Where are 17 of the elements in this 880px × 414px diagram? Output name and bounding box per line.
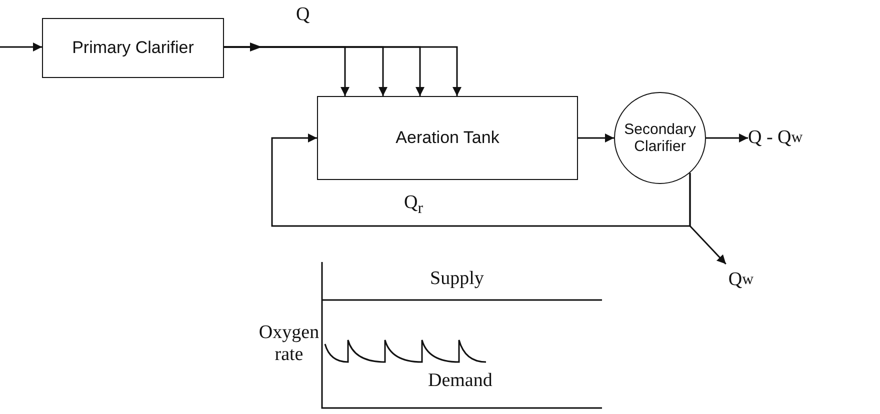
arrow [271, 134, 691, 227]
chart-label: Oxygen rate [258, 322, 320, 366]
node-label: Aeration Tank [396, 128, 500, 148]
arrow [706, 134, 748, 142]
chart-label: Supply [430, 268, 484, 290]
edge-label: Q$_{r}$ [404, 192, 424, 218]
process-box [42, 18, 224, 78]
arrow [224, 46, 462, 96]
arrow [578, 134, 614, 142]
arrow [0, 42, 42, 52]
process-box [317, 96, 578, 180]
arrow [689, 172, 726, 265]
node-label: Secondary Clarifier [623, 121, 697, 155]
node-label: Primary Clarifier [72, 38, 194, 58]
edge-label: Q [296, 4, 310, 26]
chart-label: Demand [428, 370, 492, 392]
clarifier-circle [614, 92, 706, 184]
